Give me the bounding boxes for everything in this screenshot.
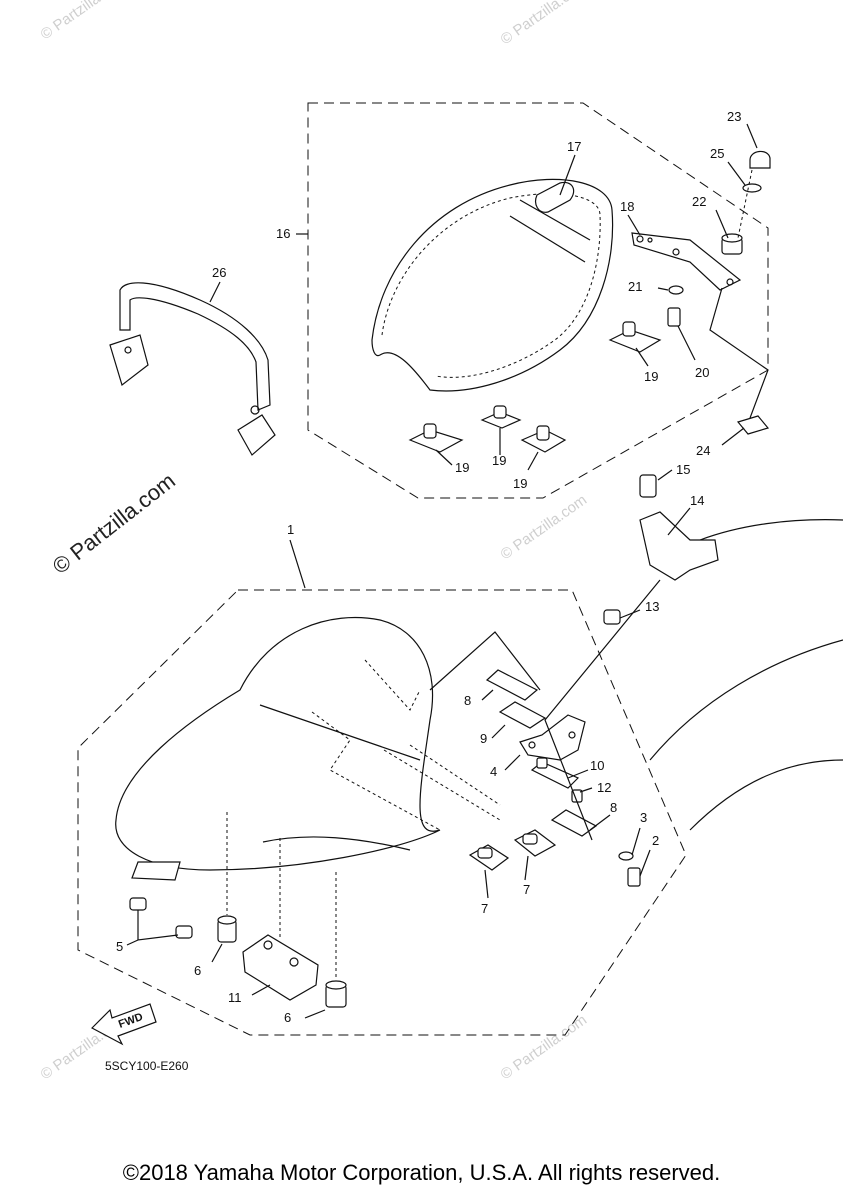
fwd-arrow-icon: FWD (91, 1003, 157, 1046)
assembly-16-boundary (307, 102, 769, 499)
nut-part-10 (530, 757, 589, 789)
fender-outline (689, 759, 843, 831)
callout-21: 21 (628, 279, 642, 294)
bolt-part-20 (667, 307, 696, 361)
callout-20: 20 (695, 365, 709, 380)
assembly-1-boundary (77, 589, 687, 1036)
callout-5: 5 (116, 939, 123, 954)
watermark: © Partzilla.com (498, 0, 591, 48)
nut-part-7 (513, 829, 557, 881)
callout-19: 19 (513, 476, 527, 491)
bolt-part-2 (627, 849, 651, 887)
bolt-part-13 (603, 609, 641, 625)
bolt-part-15 (639, 469, 673, 498)
plate-part-9 (491, 701, 547, 739)
callout-4: 4 (490, 764, 497, 779)
callout-8: 8 (464, 693, 471, 708)
callout-3: 3 (640, 810, 647, 825)
fender-outline (699, 519, 843, 541)
callout-19: 19 (455, 460, 469, 475)
grab-bar-part-26 (109, 281, 276, 456)
diagram-code: 5SCY100-E260 (105, 1059, 189, 1073)
callout-8: 8 (610, 800, 617, 815)
callout-9: 9 (480, 731, 487, 746)
callout-26: 26 (212, 265, 226, 280)
plate-part-8 (481, 669, 539, 701)
callout-19: 19 (644, 369, 658, 384)
stud-part-5 (126, 897, 193, 946)
leader-line (709, 287, 769, 419)
copyright-notice: ©2018 Yamaha Motor Corporation, U.S.A. A… (122, 1160, 721, 1185)
bracket-part-14 (639, 507, 719, 581)
spacer-part-6 (211, 812, 237, 963)
callout-6: 6 (284, 1010, 291, 1025)
callout-24: 24 (696, 443, 710, 458)
fender-outline (649, 639, 843, 761)
callout-25: 25 (710, 146, 724, 161)
callout-1: 1 (287, 522, 294, 537)
grommet-part-24 (721, 415, 770, 446)
callout-15: 15 (676, 462, 690, 477)
callout-6: 6 (194, 963, 201, 978)
watermark: © Partzilla.com (498, 1011, 591, 1083)
cap-nut-part-23 (746, 123, 771, 169)
nut-part-19 (408, 423, 464, 466)
callout-12: 12 (597, 780, 611, 795)
callout-2: 2 (652, 833, 659, 848)
callout-11: 11 (228, 990, 242, 1005)
nut-part-7 (468, 844, 510, 899)
nut-part-19 (480, 405, 522, 455)
block-part-11 (242, 838, 319, 1001)
callout-19: 19 (492, 453, 506, 468)
seat-part-1 (115, 616, 541, 871)
callout-7: 7 (481, 901, 488, 916)
bracket-part-4 (504, 714, 586, 771)
nut-part-19 (520, 425, 567, 471)
leader-line (737, 169, 753, 239)
watermark: © Partzilla.com (38, 0, 131, 43)
leader-line (544, 579, 661, 841)
rear-seat-part-16 (371, 178, 614, 392)
callout-10: 10 (590, 758, 604, 773)
callout-17: 17 (567, 139, 581, 154)
nut-part-19 (608, 321, 662, 367)
leader-line (289, 539, 306, 589)
watermark-main: © Partzilla.com (48, 468, 180, 579)
plate-part-8 (550, 809, 611, 837)
washer-part-3 (618, 827, 641, 861)
strap-part-17 (535, 154, 576, 213)
bracket-part-18 (627, 214, 742, 291)
callout-16: 16 (276, 226, 290, 241)
callout-18: 18 (620, 199, 634, 214)
callout-13: 13 (645, 599, 659, 614)
callout-14: 14 (690, 493, 704, 508)
callout-23: 23 (727, 109, 741, 124)
washer-part-21 (657, 285, 684, 295)
spacer-part-6 (304, 872, 347, 1019)
callout-22: 22 (692, 194, 706, 209)
pad (131, 861, 181, 881)
callout-7: 7 (523, 882, 530, 897)
watermark: © Partzilla.com (498, 491, 591, 563)
damper-part-22 (715, 209, 743, 255)
